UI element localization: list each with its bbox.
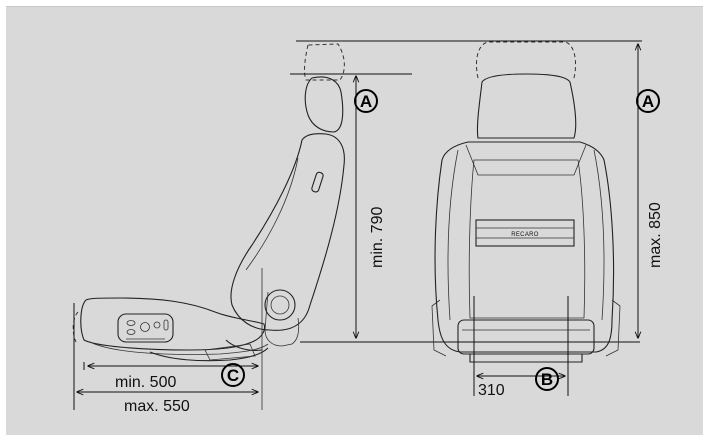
marker-a-side: A (354, 89, 378, 113)
front-base (469, 354, 583, 363)
front-headrest (476, 73, 577, 139)
brand-label: RECARO (511, 232, 539, 238)
seat-control-panel (117, 313, 174, 343)
side-headrest-raised (304, 43, 345, 81)
depth-dimensions: min. 500 max. 550 (73, 303, 258, 415)
width-dimension: 310 (473, 296, 569, 399)
front-headrest-raised (475, 41, 577, 79)
marker-b: B (535, 367, 559, 391)
max-depth-label: max. 550 (124, 398, 190, 415)
width-label: 310 (478, 382, 505, 399)
seat-base (149, 347, 269, 362)
min-depth-label: min. 500 (115, 374, 176, 391)
max-height-dimension: max. 850 (296, 40, 664, 338)
marker-c: C (221, 363, 245, 387)
front-view-seat: RECARO (431, 41, 621, 363)
recline-knob (264, 289, 296, 321)
front-backrest (434, 141, 615, 353)
side-headrest (304, 76, 344, 133)
brand-strip (475, 219, 575, 247)
max-height-label: max. 850 (647, 202, 664, 268)
side-backrest (230, 133, 345, 331)
marker-c-letter: C (227, 366, 239, 385)
backrest-lever (311, 171, 324, 193)
marker-b-letter: B (541, 370, 553, 389)
marker-a-front: A (636, 89, 660, 113)
side-view-seat (72, 43, 345, 362)
cushion-extension-dashed (72, 311, 79, 343)
marker-a-front-letter: A (642, 92, 654, 111)
marker-a-side-letter: A (360, 92, 372, 111)
min-height-dimension: min. 790 (290, 73, 640, 343)
min-height-label: min. 790 (369, 207, 386, 268)
front-cushion (457, 319, 595, 355)
